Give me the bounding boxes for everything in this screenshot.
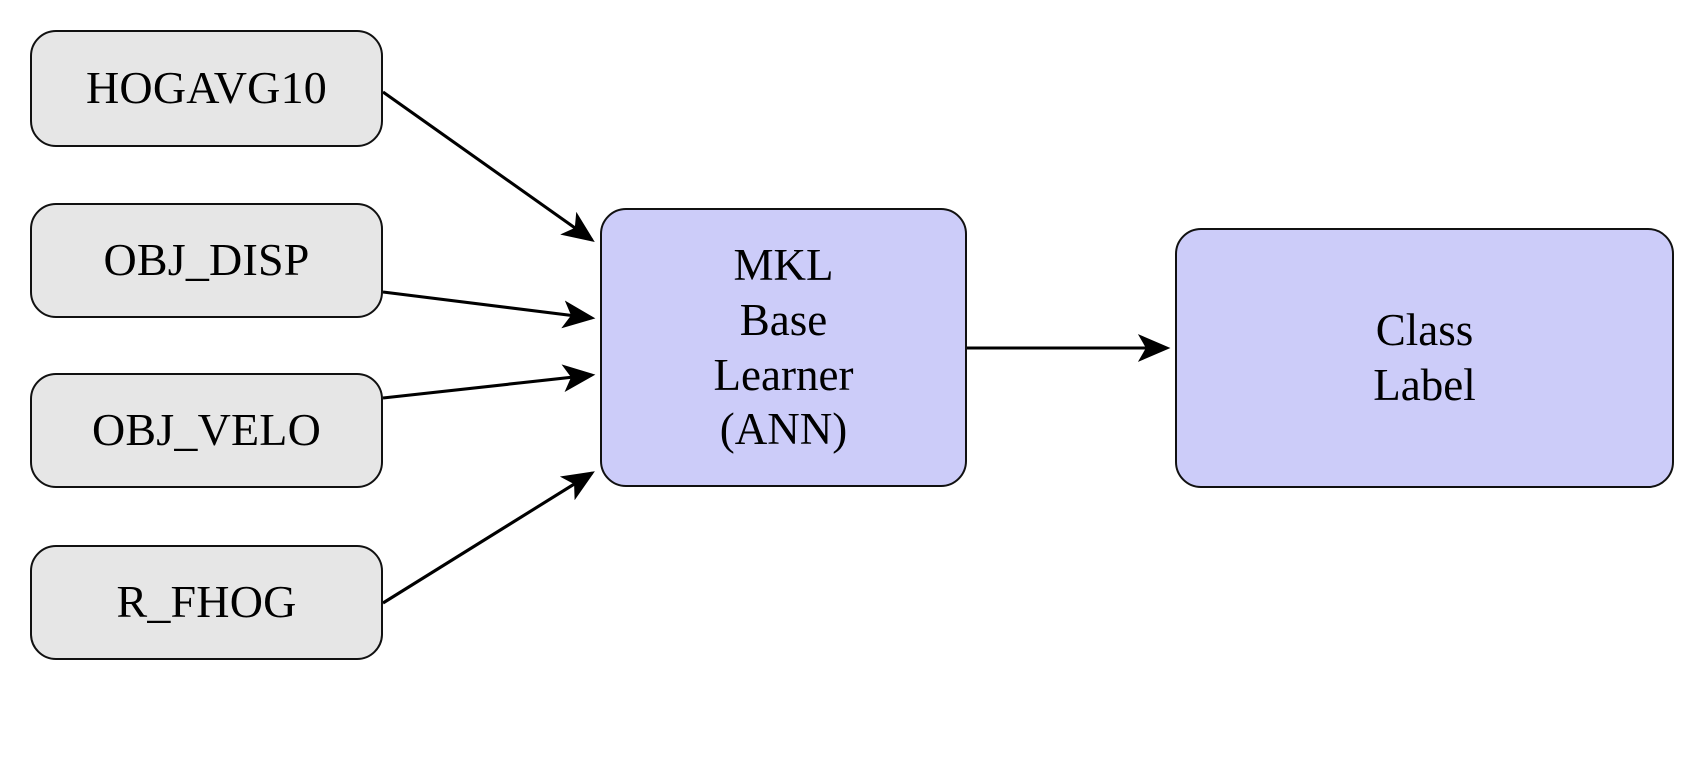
node-obj-disp[interactable]: OBJ_DISP	[30, 203, 383, 318]
node-r-fhog-label: R_FHOG	[116, 576, 297, 628]
edge-obj-velo-to-mkl	[382, 364, 596, 400]
edge-r-fhog-to-mkl	[382, 471, 595, 605]
node-obj-velo[interactable]: OBJ_VELO	[30, 373, 383, 488]
node-mkl-base-learner[interactable]: MKL Base Learner (ANN)	[600, 208, 967, 487]
edge-hogavg10-to-mkl	[382, 90, 595, 242]
node-hogavg10[interactable]: HOGAVG10	[30, 30, 383, 147]
node-class-label-label: Class Label	[1373, 305, 1476, 410]
edge-obj-disp-to-mkl	[382, 290, 596, 329]
node-obj-velo-label: OBJ_VELO	[91, 404, 322, 456]
node-class-label[interactable]: Class Label	[1175, 228, 1674, 488]
node-hogavg10-label: HOGAVG10	[86, 62, 327, 114]
node-obj-disp-label: OBJ_DISP	[103, 234, 310, 286]
node-r-fhog[interactable]: R_FHOG	[30, 545, 383, 660]
node-mkl-base-learner-label: MKL Base Learner (ANN)	[713, 239, 854, 455]
